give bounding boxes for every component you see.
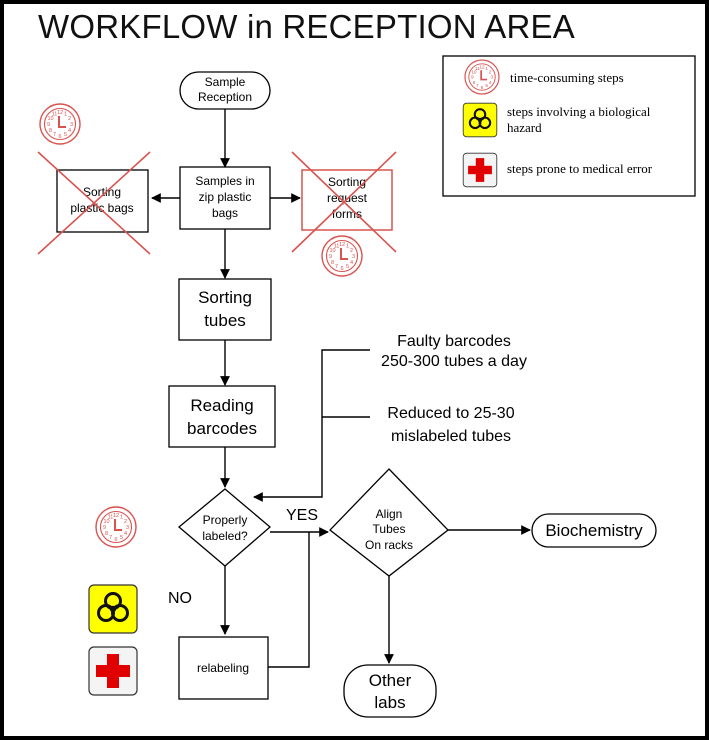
clock-icon bbox=[95, 506, 137, 548]
clock-icon bbox=[39, 103, 81, 145]
svg-text:zip plastic: zip plastic bbox=[199, 190, 252, 204]
cross-out-line bbox=[37, 151, 151, 255]
connectors bbox=[151, 109, 531, 668]
svg-text:Samples in: Samples in bbox=[195, 174, 254, 188]
svg-text:Tubes: Tubes bbox=[373, 522, 406, 536]
yes-label: YES bbox=[286, 507, 318, 524]
legend-medical-text: steps prone to medical error bbox=[507, 161, 653, 176]
svg-text:Faulty barcodes: Faulty barcodes bbox=[397, 333, 511, 350]
arrow-relabeling-back bbox=[268, 532, 310, 668]
node-biochemistry: Biochemistry bbox=[531, 513, 657, 548]
node-sorting-request-forms: Sorting request forms bbox=[291, 151, 397, 253]
node-sorting-tubes: Sorting tubes bbox=[178, 278, 272, 341]
svg-text:Reduced to 25-30: Reduced to 25-30 bbox=[387, 405, 514, 422]
biohazard-icon bbox=[87, 583, 139, 635]
svg-text:Sorting: Sorting bbox=[83, 185, 121, 199]
node-sample-reception: Sample Reception bbox=[179, 71, 271, 110]
node-other-labs: Other labs bbox=[343, 664, 437, 718]
svg-text:labs: labs bbox=[374, 693, 405, 712]
node-samples-zip-bags: Samples in zip plastic bags bbox=[179, 166, 271, 230]
svg-text:Biochemistry: Biochemistry bbox=[545, 521, 643, 540]
annotation-reduced: Reduced to 25-30 mislabeled tubes bbox=[387, 405, 514, 445]
svg-text:relabeling: relabeling bbox=[197, 661, 249, 675]
svg-text:Reception: Reception bbox=[198, 90, 252, 104]
legend-biohazard-icon bbox=[462, 102, 498, 138]
svg-text:barcodes: barcodes bbox=[187, 419, 257, 438]
svg-text:Align: Align bbox=[376, 507, 403, 521]
annotation-bracket-line bbox=[253, 349, 370, 502]
svg-text:On racks: On racks bbox=[365, 538, 413, 552]
legend: time-consuming steps steps involving a b… bbox=[442, 55, 696, 197]
svg-text:Sample: Sample bbox=[205, 75, 246, 89]
svg-text:labeled?: labeled? bbox=[202, 529, 248, 543]
node-align-tubes: Align Tubes On racks bbox=[329, 468, 449, 577]
legend-clock-text: time-consuming steps bbox=[510, 70, 624, 85]
legend-biohazard-text-1: steps involving a biological bbox=[507, 104, 651, 119]
node-properly-labeled-decision: Properly labeled? bbox=[177, 488, 271, 567]
svg-text:Sorting: Sorting bbox=[198, 288, 252, 307]
cross-out-line bbox=[291, 151, 397, 253]
legend-clock-icon bbox=[464, 59, 500, 95]
svg-text:250-300 tubes a day: 250-300 tubes a day bbox=[381, 353, 527, 370]
node-sorting-plastic-bags: Sorting plastic bags bbox=[37, 151, 151, 255]
legend-medical-cross-icon bbox=[462, 152, 498, 188]
medical-cross-icon bbox=[88, 646, 138, 696]
node-reading-barcodes: Reading barcodes bbox=[168, 385, 276, 448]
svg-text:forms: forms bbox=[332, 207, 362, 221]
svg-text:Other: Other bbox=[369, 671, 412, 690]
node-relabeling: relabeling bbox=[178, 636, 269, 700]
legend-biohazard-text-2: hazard bbox=[507, 120, 542, 135]
svg-text:tubes: tubes bbox=[204, 311, 246, 330]
svg-text:Sorting: Sorting bbox=[328, 175, 366, 189]
clock-icon bbox=[321, 235, 363, 277]
annotation-faulty-barcodes: Faulty barcodes 250-300 tubes a day bbox=[381, 333, 527, 370]
svg-text:Properly: Properly bbox=[203, 513, 248, 527]
svg-text:bags: bags bbox=[212, 206, 238, 220]
svg-text:mislabeled tubes: mislabeled tubes bbox=[391, 428, 511, 445]
page-title: WORKFLOW in RECEPTION AREA bbox=[38, 8, 575, 45]
svg-text:Reading: Reading bbox=[190, 396, 253, 415]
no-label: NO bbox=[168, 590, 192, 607]
svg-text:plastic bags: plastic bags bbox=[70, 201, 133, 215]
